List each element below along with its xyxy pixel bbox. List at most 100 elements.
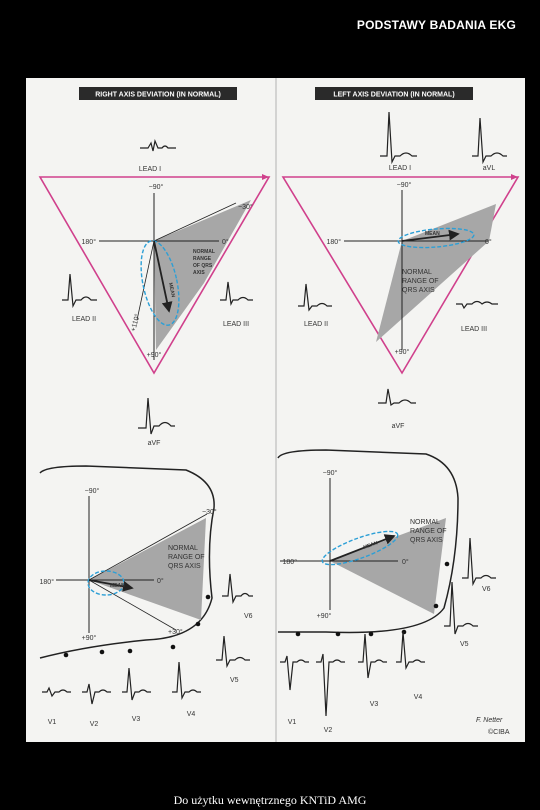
- v6-trace: [462, 537, 496, 587]
- left-range-4: AXIS: [193, 270, 205, 276]
- mean-axis-arrow: [329, 534, 396, 562]
- bottom-right-panel: MEAN −90° 180° 0° +90° NORMAL RANGE OF Q…: [277, 449, 496, 734]
- br-v5-label: V5: [460, 641, 469, 648]
- einthoven-triangle: [281, 176, 520, 375]
- v6-trace: [222, 573, 253, 605]
- bl-mean-label: MEAN: [110, 583, 125, 589]
- normal-range-shade: [376, 204, 496, 342]
- br-deg-p90: +90°: [317, 612, 332, 620]
- bl-deg-top: −90°: [85, 487, 100, 495]
- left-range-2: RANGE: [193, 256, 212, 262]
- right-deg-p90: +90°: [395, 348, 410, 356]
- v1-trace: [280, 655, 309, 691]
- bl-v4-label: V4: [187, 711, 196, 718]
- right-avf-label: aVF: [392, 423, 405, 430]
- right-avl-label: aVL: [483, 165, 496, 172]
- triangle-arrowhead: [262, 174, 269, 180]
- bottom-left-panel: MEAN −90° −30° 180° 0° +90° +30° NORMAL …: [39, 465, 253, 728]
- left-lead3-label: LEAD III: [223, 321, 249, 328]
- lead2-trace: [62, 273, 97, 309]
- bl-deg-p90: +90°: [82, 634, 97, 642]
- vector-loop: [140, 240, 180, 326]
- br-range-2: RANGE OF: [410, 528, 447, 535]
- einthoven-triangle: [38, 176, 271, 375]
- avl-trace: [472, 117, 507, 165]
- bl-deg-m30: −30°: [202, 508, 217, 516]
- vector-loop: [321, 530, 399, 566]
- mean-axis-arrow: [88, 579, 134, 592]
- br-deg-180: 180°: [283, 558, 298, 566]
- avf-trace: [378, 388, 416, 407]
- left-deg-0: 0°: [222, 238, 229, 246]
- left-range-1: NORMAL: [193, 249, 215, 255]
- netter-signature: F. Netter: [476, 717, 503, 724]
- left-banner-bg: [79, 87, 237, 100]
- v4-trace: [396, 631, 425, 671]
- left-deg-m30: −30°: [238, 203, 253, 211]
- left-range-3: OF QRS: [193, 263, 213, 269]
- right-deg-top: −90°: [397, 181, 412, 189]
- left-avf-label: aVF: [148, 440, 161, 447]
- avf-trace: [138, 397, 175, 435]
- bl-v1-label: V1: [48, 719, 57, 726]
- page-header: PODSTAWY BADANIA EKG: [356, 18, 516, 32]
- right-range-2: RANGE OF: [402, 278, 439, 285]
- chest-outline: [277, 449, 459, 634]
- right-banner: LEFT AXIS DEVIATION (IN NORMAL): [333, 92, 454, 99]
- v2-trace: [316, 653, 345, 717]
- lead1-trace: [140, 138, 176, 152]
- bl-v2-label: V2: [90, 721, 99, 728]
- v5-trace: [216, 635, 250, 669]
- right-top-panel: LEFT AXIS DEVIATION (IN NORMAL) LEAD I a…: [281, 87, 520, 430]
- br-mean-label: MEAN: [363, 540, 379, 551]
- bl-range-3: QRS AXIS: [168, 563, 201, 570]
- mean-axis-arrow: [401, 229, 460, 242]
- v3-trace: [122, 667, 151, 701]
- right-deg-0: 0°: [485, 238, 492, 246]
- left-lead2-label: LEAD II: [72, 316, 96, 323]
- br-range-1: NORMAL: [410, 519, 440, 526]
- left-deg-p90: +90°: [147, 351, 162, 359]
- br-v4-label: V4: [414, 694, 423, 701]
- normal-range-shade: [89, 518, 206, 620]
- lead3-trace: [456, 300, 498, 310]
- normal-range-shade: [330, 518, 446, 614]
- lead3-trace: [220, 281, 253, 307]
- bl-range-1: NORMAL: [168, 545, 198, 552]
- right-range-3: QRS AXIS: [402, 287, 435, 294]
- br-range-3: QRS AXIS: [410, 537, 443, 544]
- bl-deg-p30: +30°: [168, 628, 183, 636]
- ciba-copyright: ©CIBA: [488, 728, 510, 736]
- minus30-line: [153, 202, 237, 242]
- page-footer: Do użytku wewnętrznego KNTiD AMG: [173, 793, 367, 807]
- lead2-trace: [298, 283, 332, 312]
- v3-trace: [358, 633, 387, 679]
- electrode-dots: [63, 594, 211, 658]
- mean-axis-arrow: [153, 240, 173, 313]
- v4-trace: [172, 661, 201, 701]
- ekg-illustration: RIGHT AXIS DEVIATION (IN NORMAL) LEAD I …: [38, 78, 520, 742]
- bl-v6-label: V6: [244, 613, 253, 620]
- right-lead1-label: LEAD I: [389, 165, 411, 172]
- bl-range-2: RANGE OF: [168, 554, 205, 561]
- left-deg-110: +110°: [129, 313, 141, 333]
- bl-v3-label: V3: [132, 716, 141, 723]
- plus30-line: [88, 579, 177, 631]
- br-deg-top: −90°: [323, 469, 338, 477]
- left-banner: RIGHT AXIS DEVIATION (IN NORMAL): [95, 92, 221, 99]
- lead1-trace: [380, 111, 417, 165]
- vector-loop: [397, 227, 475, 249]
- right-deg-180: 180°: [327, 238, 342, 246]
- br-v2-label: V2: [324, 727, 333, 734]
- v1-trace: [42, 686, 71, 698]
- left-deg-180: 180°: [82, 238, 97, 246]
- bl-v5-label: V5: [230, 677, 239, 684]
- right-range-1: NORMAL: [402, 269, 432, 276]
- bl-deg-180: 180°: [40, 578, 55, 586]
- br-v6-label: V6: [482, 586, 491, 593]
- v5-trace: [444, 581, 478, 635]
- triangle-arrowhead: [511, 174, 518, 180]
- left-lead1-label: LEAD I: [139, 166, 161, 173]
- right-banner-bg: [315, 87, 473, 100]
- br-v1-label: V1: [288, 719, 297, 726]
